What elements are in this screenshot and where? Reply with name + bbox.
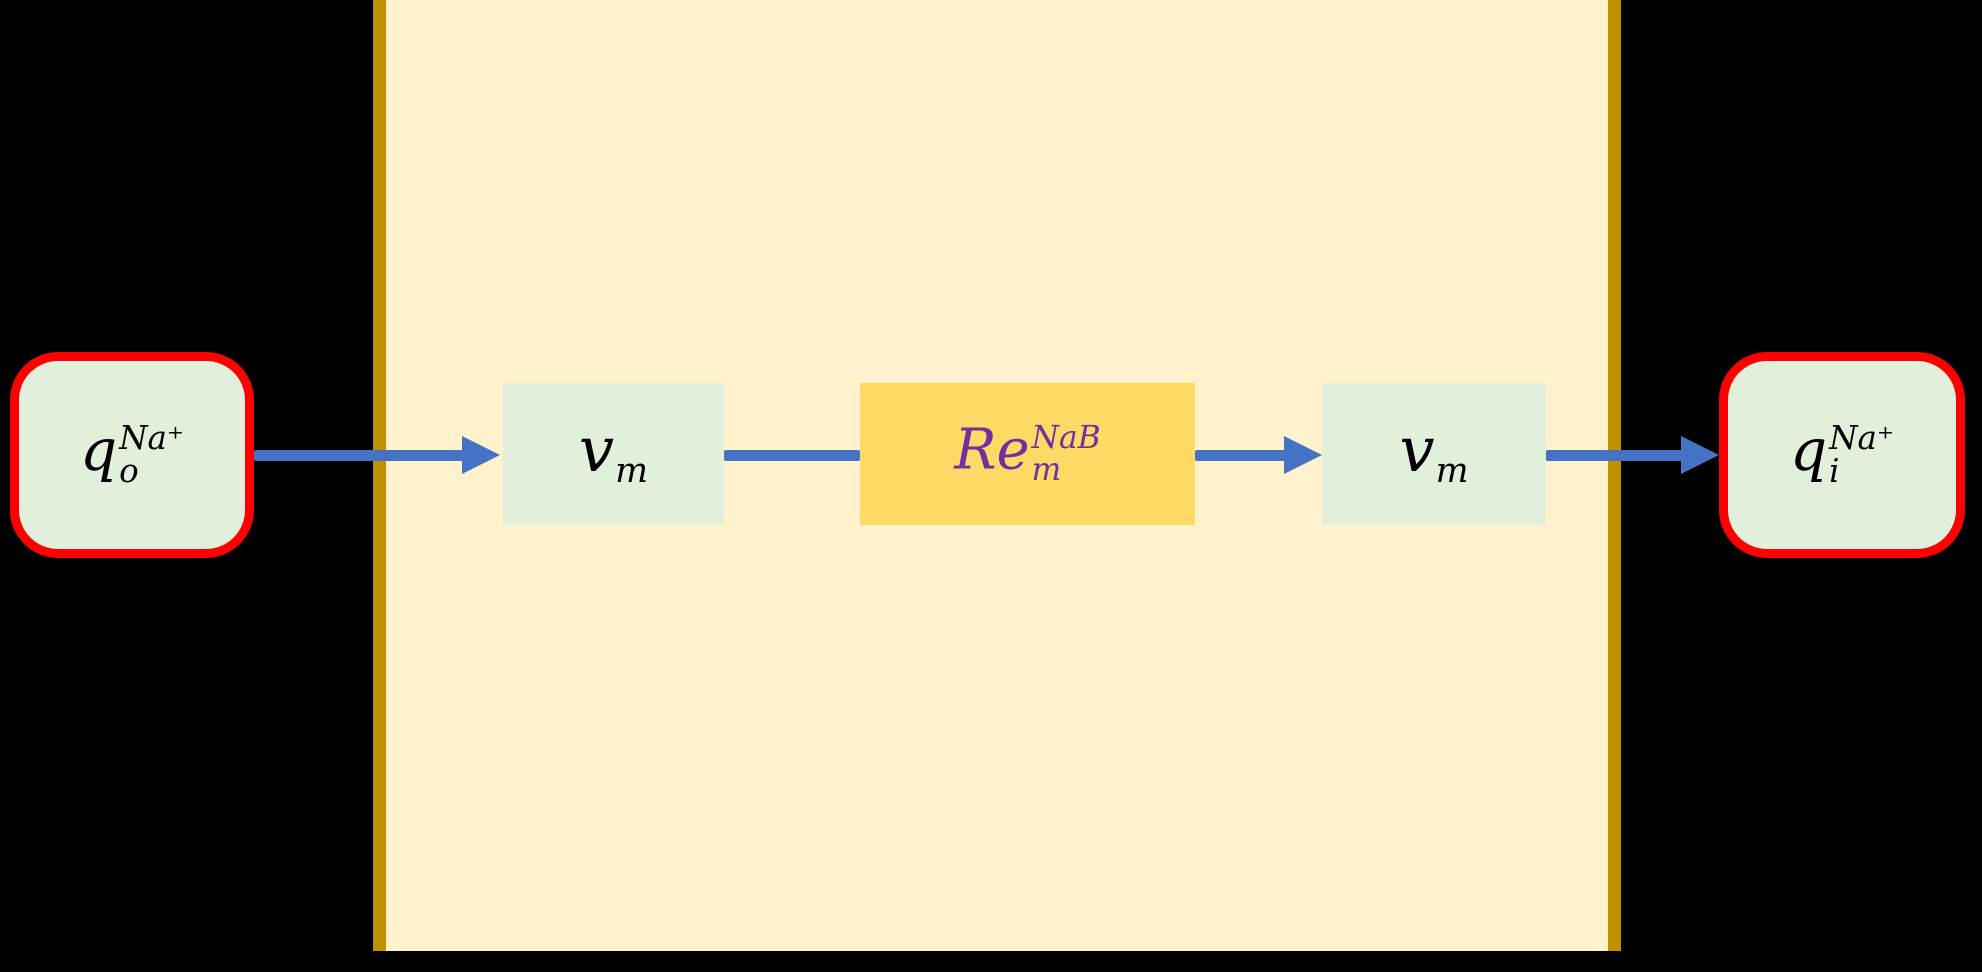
label-base: q bbox=[1790, 416, 1828, 485]
label-subscript: i bbox=[1829, 452, 1840, 491]
label-subscript: m bbox=[1031, 452, 1062, 488]
arrow-re-to-vm-right bbox=[1195, 450, 1288, 461]
label-scripts: Na⁺i bbox=[1829, 422, 1894, 488]
arrowhead-icon bbox=[462, 436, 500, 474]
arrow-q-outer-to-vm-left bbox=[254, 450, 466, 461]
label-subscript: m bbox=[615, 450, 648, 491]
node-vm-left-label: vm bbox=[579, 419, 648, 488]
arrowhead-icon bbox=[1681, 436, 1719, 474]
label-subscript: m bbox=[1435, 450, 1469, 491]
node-vm-right-label: vm bbox=[1400, 419, 1469, 488]
label-superscript: NaB bbox=[1031, 420, 1101, 457]
label-subscript: o bbox=[119, 452, 139, 491]
label-superscript: Na⁺ bbox=[1829, 419, 1894, 458]
label-base: v bbox=[579, 413, 615, 487]
arrowhead-icon bbox=[1284, 436, 1322, 474]
label-base: v bbox=[1399, 413, 1435, 487]
label-base: Re bbox=[954, 417, 1030, 483]
connector-vm-left-to-re bbox=[724, 450, 860, 461]
node-vm-left: vm bbox=[503, 383, 724, 525]
node-vm-right: vm bbox=[1322, 383, 1546, 525]
label-superscript: Na⁺ bbox=[119, 419, 184, 458]
arrow-vm-right-to-q-inner bbox=[1546, 450, 1685, 461]
label-base: q bbox=[80, 416, 118, 485]
label-scripts: Na⁺o bbox=[119, 422, 184, 488]
